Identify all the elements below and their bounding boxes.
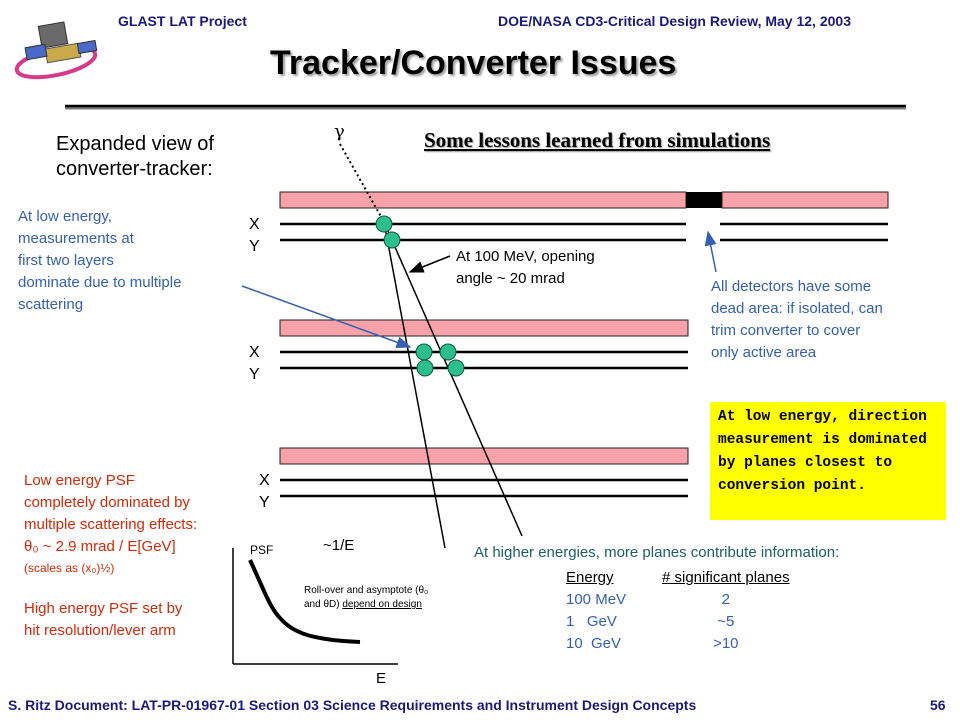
hit-x2b [439, 343, 457, 361]
psf-curve-label: ~1/E [323, 537, 355, 554]
energy-cell: 10 GeV [566, 634, 622, 652]
hit-y2b [447, 359, 465, 377]
hit-x1 [375, 215, 393, 233]
rolloff-note: Roll-over and asymptote (θ₀ and θD) depe… [304, 585, 429, 610]
psf-curve [248, 559, 361, 644]
footer-document: S. Ritz Document: LAT-PR-01967-01 Sectio… [8, 697, 697, 713]
x-label-2: X [249, 344, 260, 361]
lessons-heading: Some lessons learned from simulations [424, 128, 771, 152]
psf-high-note: High energy PSF set by hit resolution/le… [24, 600, 183, 639]
psf-ylabel: PSF [250, 543, 274, 557]
planes-header: # significant planes [662, 568, 790, 586]
converter-layer-1 [279, 191, 687, 209]
footer-page-number: 56 [930, 697, 946, 713]
expanded-view-label: Expanded view of converter-tracker: [56, 133, 214, 180]
header-review: DOE/NASA CD3-Critical Design Review, May… [498, 13, 851, 29]
x-label-3: X [259, 472, 270, 489]
electron-track-2 [383, 221, 523, 537]
x-label-1: X [249, 216, 260, 233]
direction-highlight-box: At low energy, direction measurement is … [710, 402, 946, 520]
energy-header: Energy [566, 568, 614, 586]
psf-xlabel: E [376, 670, 387, 687]
gamma-label: γ [334, 121, 345, 142]
planes-cell: >10 [713, 634, 739, 652]
y-label-3: Y [259, 494, 270, 511]
header-project: GLAST LAT Project [118, 13, 247, 29]
page-title: Tracker/Converter Issues [270, 44, 677, 82]
opening-angle-arrow [408, 255, 451, 273]
hit-x2a [415, 343, 433, 361]
glast-logo-icon [14, 21, 98, 80]
converter-layer-2 [279, 319, 689, 337]
electron-track-1 [383, 221, 446, 549]
photon-track [339, 143, 385, 223]
opening-angle-note: At 100 MeV, opening angle ~ 20 mrad [456, 248, 595, 287]
low-energy-note: At low energy, measurements at first two… [18, 208, 182, 313]
low-energy-arrow [241, 285, 412, 349]
energy-table: Energy # significant planes 100 MeV 2 1 … [566, 566, 790, 654]
planes-cell: ~5 [717, 612, 735, 630]
y-label-1: Y [249, 238, 260, 255]
planes-cell: 2 [721, 590, 730, 608]
hit-y2a [416, 359, 434, 377]
energy-cell: 1 GeV [566, 612, 617, 630]
hit-y1 [383, 231, 401, 249]
higher-energies-note: At higher energies, more planes contribu… [474, 544, 840, 561]
converter-layer-1-right [721, 191, 889, 209]
psf-low-note: Low energy PSF completely dominated by m… [24, 472, 198, 575]
y-label-2: Y [249, 366, 260, 383]
energy-cell: 100 MeV [566, 590, 627, 608]
dead-area-arrow [704, 230, 717, 273]
dead-area-note: All detectors have some dead area: if is… [711, 278, 883, 361]
dead-area-block [686, 192, 722, 208]
